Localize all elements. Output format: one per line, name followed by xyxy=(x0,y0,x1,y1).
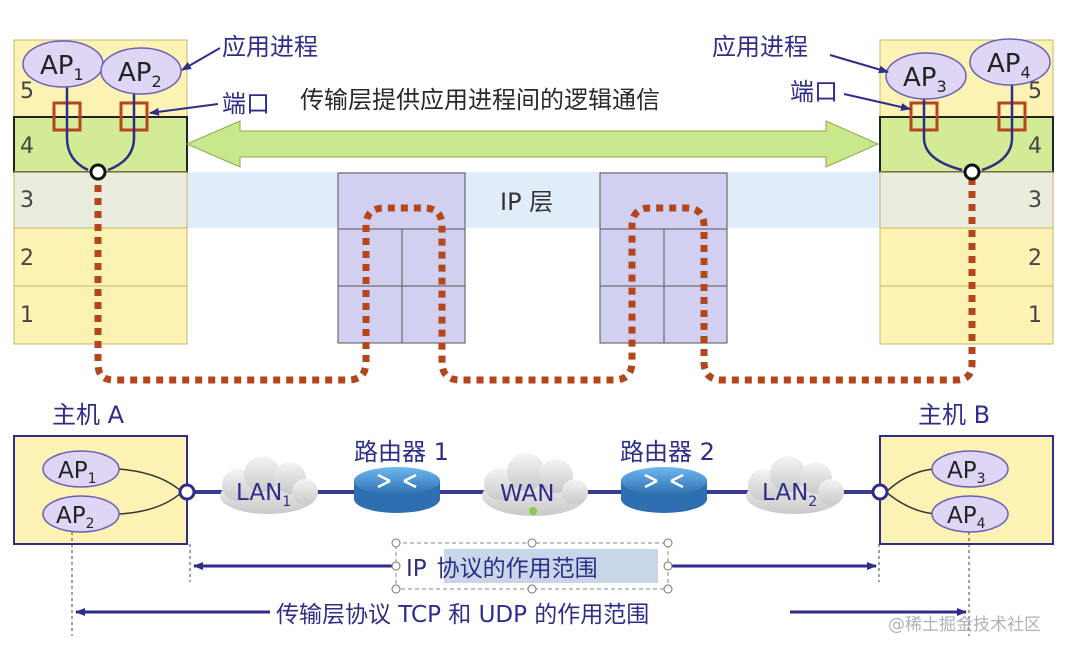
transport-arrow-label: 传输层提供应用进程间的逻辑通信 xyxy=(300,86,660,114)
left-ap1-wire xyxy=(65,86,89,172)
lan2-cloud: LAN2 xyxy=(746,456,844,514)
selection-handle-mr[interactable] xyxy=(663,561,673,571)
right-port-label: 端口 xyxy=(790,78,838,106)
lan2-sub: 2 xyxy=(808,494,817,510)
lan1-sub: 1 xyxy=(282,494,291,510)
host-b-ap3-bubble: AP3 xyxy=(931,450,1009,488)
svg-text:AP3: AP3 xyxy=(947,458,986,487)
ip-scope-highlight-bg xyxy=(444,549,658,583)
router2-stack xyxy=(599,172,728,344)
svg-text:LAN2: LAN2 xyxy=(762,480,817,510)
selection-handle-bm[interactable] xyxy=(527,584,537,594)
selection-handle-tl[interactable] xyxy=(391,538,401,548)
lan1-cloud: LAN1 xyxy=(220,456,318,514)
right-ap4-wire xyxy=(981,84,1014,172)
right-layer-3: 3 xyxy=(1028,188,1042,213)
host-a-ap2-wire xyxy=(117,491,183,515)
right-app-process-label: 应用进程 xyxy=(712,33,808,61)
top-ap4-bubble: AP4 xyxy=(969,38,1051,86)
right-port-arrow xyxy=(843,93,911,111)
svg-text:AP4: AP4 xyxy=(947,503,986,532)
left-layer-5: 5 xyxy=(20,79,34,104)
top-ap1-sub: 1 xyxy=(73,65,83,84)
svg-text:AP2: AP2 xyxy=(118,58,162,91)
left-layer-1: 1 xyxy=(20,303,34,328)
host-b-ap4-bubble: AP4 xyxy=(931,495,1009,533)
top-ap2-sub: 2 xyxy=(151,72,161,91)
host-a-ap2-sub: 2 xyxy=(86,516,95,532)
ip-scope-selection-box[interactable]: IP 协议的作用范围 xyxy=(391,538,673,594)
right-layer-1: 1 xyxy=(1028,303,1042,328)
logical-communication-arrow xyxy=(185,120,880,168)
router1-icon xyxy=(354,467,440,513)
host-b-label: 主机 B xyxy=(918,401,990,429)
host-a-ap1-base: AP xyxy=(58,458,88,484)
wan-cloud: WAN xyxy=(482,453,588,516)
top-ap1-base: AP xyxy=(40,51,73,81)
top-ap4-base: AP xyxy=(987,49,1020,79)
lan2-base: LAN xyxy=(762,480,808,506)
host-a-ap2-bubble: AP2 xyxy=(42,495,120,533)
router1-label: 路由器 1 xyxy=(354,438,449,466)
svg-text:AP4: AP4 xyxy=(987,49,1031,82)
right-layer-5: 5 xyxy=(1028,79,1042,104)
right-layer-2: 2 xyxy=(1028,246,1042,271)
svg-text:AP1: AP1 xyxy=(58,458,97,487)
wan-selection-handle[interactable] xyxy=(529,507,537,515)
host-b-ap3-sub: 3 xyxy=(977,471,986,487)
selection-handle-tr[interactable] xyxy=(663,538,673,548)
selection-handle-br[interactable] xyxy=(663,584,673,594)
left-app-process-arrow xyxy=(181,47,221,71)
right-transport-point xyxy=(963,163,981,181)
lan1-base: LAN xyxy=(236,480,282,506)
watermark: @稀土掘金技术社区 xyxy=(888,615,1041,635)
host-b-port-point xyxy=(871,483,889,501)
top-ap4-sub: 4 xyxy=(1020,63,1030,82)
host-a-ap1-bubble: AP1 xyxy=(42,450,120,488)
wan-label: WAN xyxy=(500,481,554,507)
left-layer-4: 4 xyxy=(20,134,34,159)
ip-scope-prefix: IP xyxy=(406,556,427,582)
svg-text:LAN1: LAN1 xyxy=(236,480,291,510)
host-a-ap2-base: AP xyxy=(56,503,86,529)
ip-layer-label: IP 层 xyxy=(500,188,553,216)
right-app-process-arrow xyxy=(829,54,889,74)
right-layer-4: 4 xyxy=(1028,134,1042,159)
selection-handle-tm[interactable] xyxy=(527,538,537,548)
top-ap3-base: AP xyxy=(903,63,936,93)
left-layer-2: 2 xyxy=(20,246,34,271)
host-b-ap4-base: AP xyxy=(947,503,977,529)
left-app-process-label: 应用进程 xyxy=(222,33,318,61)
svg-text:AP1: AP1 xyxy=(40,51,84,84)
selection-handle-bl[interactable] xyxy=(391,584,401,594)
top-ap1-bubble: AP1 xyxy=(22,40,104,88)
host-b-ap4-sub: 4 xyxy=(977,516,986,532)
router1-stack xyxy=(337,172,466,344)
svg-text:AP3: AP3 xyxy=(903,63,947,96)
selection-handle-ml[interactable] xyxy=(391,561,401,571)
data-path-dotted xyxy=(94,172,976,384)
left-port-arrow xyxy=(149,103,219,116)
host-a-ap1-sub: 1 xyxy=(88,471,97,487)
top-ap2-base: AP xyxy=(118,58,151,88)
left-ap2-wire xyxy=(107,92,136,172)
host-a-port-point xyxy=(178,483,196,501)
router2-label: 路由器 2 xyxy=(620,438,715,466)
host-a-label: 主机 A xyxy=(52,401,125,429)
left-layer-3: 3 xyxy=(20,188,34,213)
transport-scope-label: 传输层协议 TCP 和 UDP 的作用范围 xyxy=(276,602,649,628)
left-transport-point xyxy=(89,163,107,181)
ip-scope-highlight: 协议的作用范围 xyxy=(437,556,598,582)
router2-icon xyxy=(621,467,707,513)
host-b-ap3-base: AP xyxy=(947,458,977,484)
right-ap3-wire xyxy=(922,94,963,172)
top-ap2-bubble: AP2 xyxy=(100,47,182,95)
top-ap3-bubble: AP3 xyxy=(885,52,967,100)
left-port-label: 端口 xyxy=(222,90,270,118)
svg-text:AP2: AP2 xyxy=(56,503,95,532)
top-ap3-sub: 3 xyxy=(936,77,946,96)
host-a-ap1-wire xyxy=(117,468,183,493)
